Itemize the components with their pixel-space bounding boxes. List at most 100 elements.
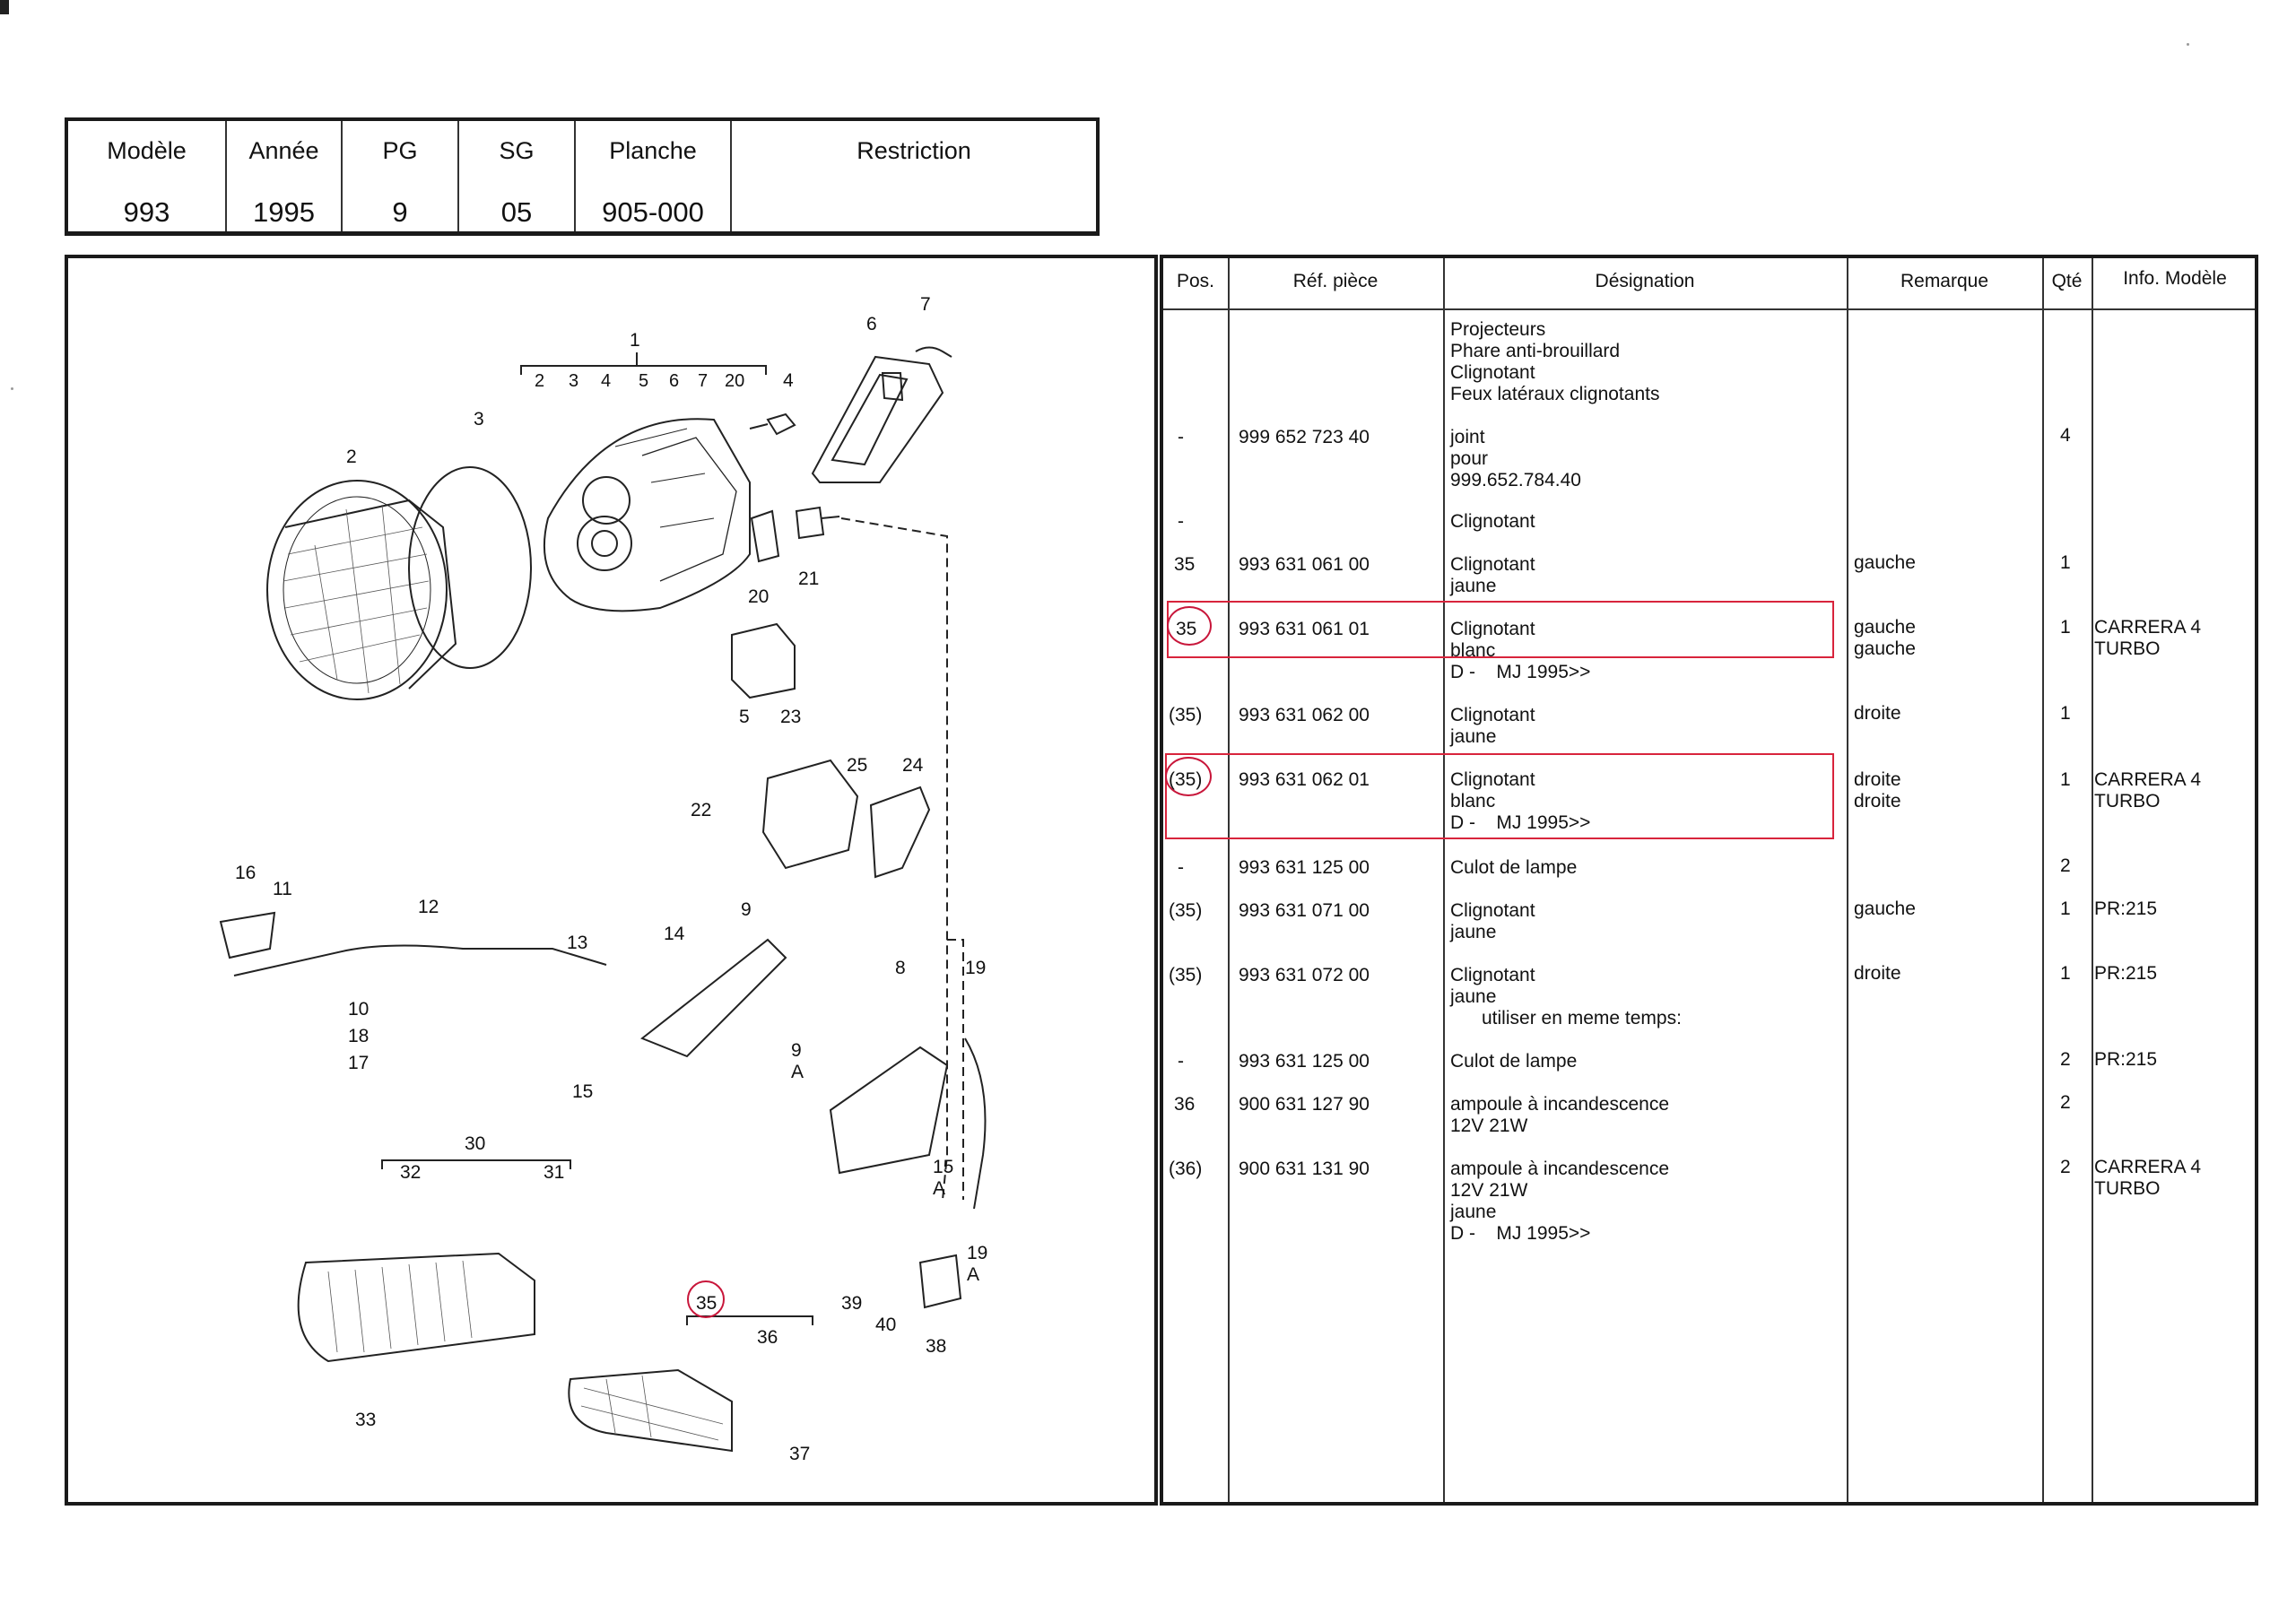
callout-label: 32	[400, 1162, 422, 1183]
table-cell-designation: Clignotant jaune	[1450, 554, 1535, 596]
table-cell-pos: -	[1178, 857, 1184, 878]
table-cell-pos: -	[1178, 427, 1184, 447]
header-label: Modèle	[107, 137, 187, 164]
table-cell-pos: -	[1178, 511, 1184, 532]
column-header-info: Info. Modèle	[2123, 268, 2227, 289]
table-cell-ref: 993 631 062 00	[1239, 705, 1370, 725]
column-header-pos: Pos.	[1176, 271, 1215, 291]
turn-signal-drawing	[568, 1368, 733, 1453]
table-cell-pos: (35)	[1169, 965, 1203, 985]
callout-label: 3	[474, 409, 484, 430]
table-cell-remarque: droite droite	[1854, 769, 1901, 812]
table-cell-designation: Clignotant jaune	[1450, 900, 1535, 942]
header-col-restriction: Restriction	[732, 121, 1096, 231]
table-cell-designation: ampoule à incandescence 12V 21W	[1450, 1094, 1670, 1136]
table-cell-info: CARRERA 4 TURBO	[2094, 617, 2202, 659]
callout-label: 38	[926, 1336, 947, 1357]
header-label: Année	[248, 137, 319, 164]
table-cell-qte: 1	[2060, 703, 2071, 724]
callout-label: 33	[355, 1410, 377, 1430]
header-value: 05	[500, 196, 533, 228]
scan-speck	[2187, 43, 2189, 46]
group-number: 4	[601, 371, 612, 391]
bracket-drawing	[829, 1046, 949, 1175]
group-bracket-30	[381, 1159, 571, 1169]
table-cell-designation: joint pour 999.652.784.40	[1450, 427, 1581, 490]
callout-label: 24	[902, 755, 924, 776]
table-cell-pos: (36)	[1169, 1159, 1203, 1179]
table-cell-qte: 1	[2060, 769, 2071, 790]
connector-drawing	[795, 506, 840, 540]
callout-label: 30	[465, 1133, 486, 1154]
column-header-remarque: Remarque	[1900, 271, 1989, 291]
table-cell-ref: 993 631 061 01	[1239, 619, 1370, 639]
table-cell-pos: 36	[1174, 1094, 1196, 1115]
table-cell-remarque: droite	[1854, 703, 1901, 724]
table-cell-qte: 2	[2060, 855, 2071, 876]
table-cell-designation: Clignotant blanc D - MJ 1995>>	[1450, 619, 1591, 682]
table-cell-pos: 35	[1176, 619, 1197, 639]
header-value: 9	[392, 196, 408, 228]
dashed-wire-line	[947, 939, 964, 1200]
header-label: Planche	[609, 137, 697, 164]
header-label: PG	[382, 137, 418, 164]
table-cell-pos: (35)	[1169, 769, 1203, 790]
table-cell-info: CARRERA 4 TURBO	[2094, 769, 2202, 812]
table-cell-qte: 1	[2060, 552, 2071, 573]
cable-drawing	[964, 1037, 987, 1210]
clip-drawing	[869, 785, 931, 879]
headlamp-housing-drawing	[543, 418, 751, 612]
callout-label: 19	[965, 958, 987, 978]
highlight-circle	[1165, 757, 1212, 796]
header-col-pg: PG 9	[343, 121, 459, 231]
callout-label: 40	[875, 1315, 897, 1335]
scan-edge-mark	[0, 0, 9, 14]
group-number: 2	[535, 371, 545, 391]
callout-label: 7	[920, 294, 931, 315]
callout-label: 23	[780, 707, 802, 727]
callout-label: 17	[348, 1053, 370, 1073]
callout-label: 10	[348, 999, 370, 1020]
scan-speck	[11, 387, 13, 390]
header-divider	[1163, 308, 2255, 310]
parts-table: Pos. Réf. pièce Désignation Remarque Qté…	[1160, 255, 2258, 1506]
table-cell-info: PR:215	[2094, 1049, 2158, 1070]
group-number: 6	[669, 371, 680, 391]
table-cell-info: CARRERA 4 TURBO	[2094, 1157, 2202, 1199]
callout-label: 25	[847, 755, 868, 776]
callout-label: 13	[567, 933, 588, 953]
header-label: Restriction	[857, 137, 971, 164]
header-value: 1995	[253, 196, 315, 228]
column-header-ref: Réf. pièce	[1292, 271, 1378, 291]
table-cell-info: PR:215	[2094, 898, 2158, 919]
callout-label: 9 A	[791, 1040, 804, 1082]
group-number: 7	[698, 371, 709, 391]
side-repeater-drawing	[918, 1254, 962, 1309]
callout-label: 2	[346, 447, 357, 467]
exploded-parts-diagram: 1 2 3 4 5 6 7 8 9 9 A 10 11 12 13 14 15 …	[65, 255, 1158, 1506]
callout-label: 11	[273, 879, 292, 899]
column-header-qte: Qté	[2051, 271, 2083, 291]
table-cell-designation: Clignotant jaune	[1450, 705, 1535, 747]
highlight-box	[1165, 753, 1834, 839]
header-col-modele: Modèle 993	[68, 121, 227, 231]
table-cell-designation: Clignotant jaune utiliser en meme temps:	[1450, 965, 1682, 1028]
header-col-planche: Planche 905-000	[576, 121, 732, 231]
header-col-sg: SG 05	[459, 121, 576, 231]
group-bracket-35	[686, 1315, 813, 1325]
table-cell-pos: -	[1178, 1051, 1184, 1072]
table-cell-qte: 1	[2060, 898, 2071, 919]
group-number: 20	[725, 371, 745, 391]
table-cell-designation: Projecteurs Phare anti-brouillard Cligno…	[1450, 319, 1660, 404]
dashed-wire-line	[840, 517, 948, 1201]
table-cell-remarque: droite	[1854, 963, 1901, 984]
table-cell-ref: 993 631 071 00	[1239, 900, 1370, 921]
table-cell-qte: 2	[2060, 1157, 2071, 1177]
table-cell-ref: 993 631 125 00	[1239, 857, 1370, 878]
table-cell-designation: Culot de lampe	[1450, 857, 1578, 878]
side-marker-drawing	[811, 346, 952, 483]
callout-label: 5	[739, 707, 750, 727]
highlight-circle	[1167, 606, 1212, 646]
diagram-drawing	[219, 346, 987, 1453]
table-cell-ref: 900 631 127 90	[1239, 1094, 1370, 1115]
